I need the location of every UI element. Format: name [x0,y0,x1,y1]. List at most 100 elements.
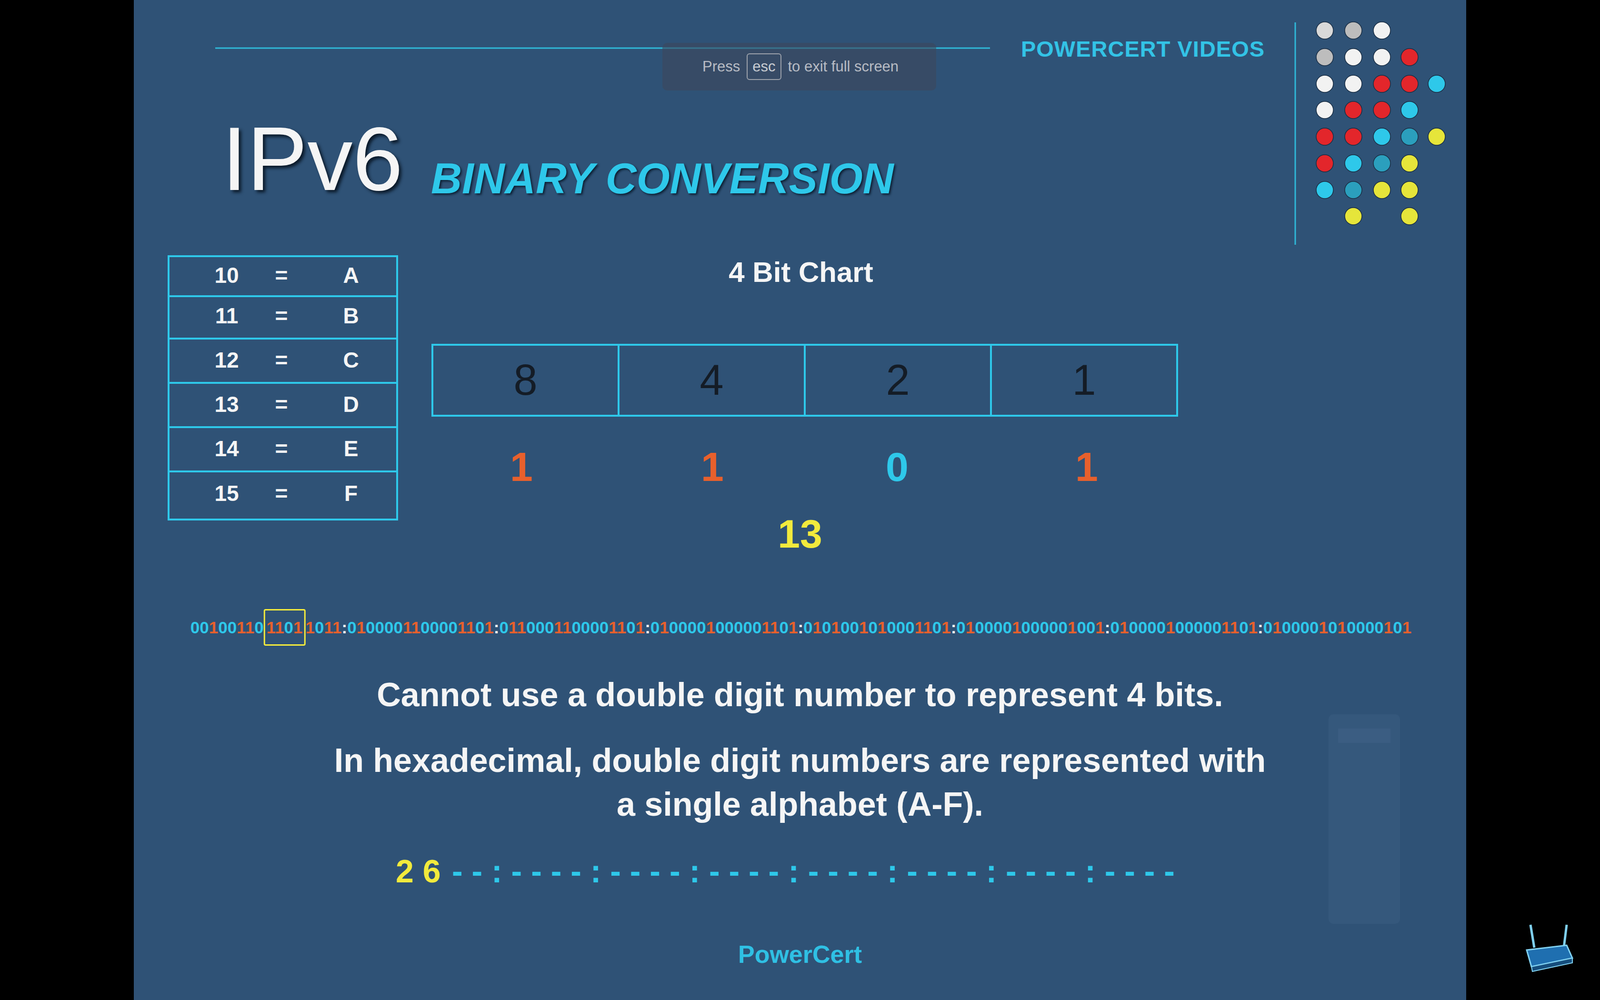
logo-dot [1344,128,1362,146]
table-cell: D [342,391,359,418]
binary-digit: 0 [840,618,850,637]
binary-digit: 1 [266,618,276,637]
binary-digit: 0 [544,618,554,637]
table-cell: 15 [214,480,239,507]
binary-digit: 0 [1128,618,1138,637]
binary-digit: 1 [1383,618,1393,637]
binary-digit: 0 [896,618,906,637]
logo-dot [1344,75,1362,93]
binary-digit: 0 [227,618,237,637]
binary-digit: 0 [687,618,697,637]
binary-digit: 0 [499,618,509,637]
binary-digit: 0 [199,618,209,637]
slide-background [133,0,1467,1000]
binary-digit: 0 [984,618,994,637]
binary-digit: : [1104,618,1111,637]
binary-digit: 0 [1374,618,1384,637]
binary-run: 00100110 [190,618,264,637]
hex-digits: 2 6 [395,851,441,891]
logo-dot [1400,181,1419,199]
logo-dot [1316,154,1334,172]
binary-digit: 0 [932,618,942,637]
binary-digit: 0 [393,618,403,637]
logo-dot [1428,75,1446,93]
logo-dot [1316,181,1334,199]
binary-digit: 0 [448,618,458,637]
binary-digit: 0 [439,618,449,637]
table-cell: = [275,480,289,507]
hex-table [168,256,398,520]
binary-digit: 0 [1263,618,1273,637]
footer-brand: PowerCert [738,939,862,970]
bit-cell: 4 [617,343,806,417]
binary-digit: 0 [218,618,228,637]
binary-digit: 1 [1230,618,1240,637]
binary-digit: 0 [803,618,813,637]
table-cell: E [343,435,359,462]
slide-title: IPv6 [221,113,403,204]
table-cell: A [342,262,359,289]
slide-subtitle: BINARY CONVERSION [430,152,894,205]
binary-digit: 0 [1030,618,1040,637]
fullscreen-notice: escPressto exit full screen [662,42,937,91]
binary-digit: 0 [1355,618,1365,637]
binary-digit: 1 [1095,618,1105,637]
logo-dot [1400,48,1419,66]
binary-digit: 0 [974,618,984,637]
binary-digit: 0 [696,618,706,637]
binary-digit: 1 [1402,618,1412,637]
faint-computer [1338,728,1391,743]
binary-digit: 1 [209,618,219,637]
binary-digit: 1 [965,618,975,637]
binary-digit: 0 [475,618,485,637]
logo-dot [1344,21,1362,40]
binary-digit: 1 [1119,618,1129,637]
place-value: 8 [513,355,538,405]
binary-digit: 0 [1290,618,1300,637]
binary-digit: 0 [420,618,430,637]
binary-digit: 1 [608,618,618,637]
binary-digit: 0 [821,618,831,637]
logo-dot [1428,128,1446,146]
binary-digit: 0 [650,618,660,637]
highlighted-nibble: 1101 [263,609,306,646]
bit-value: 1 [700,442,724,492]
table-rule [168,295,398,298]
notice-text: to exit full screen [788,58,900,76]
logo-dot [1400,101,1419,119]
binary-digit: 0 [1110,618,1120,637]
binary-digit: 0 [375,618,385,637]
binary-digit: 0 [715,618,725,637]
table-cell: = [275,391,289,418]
binary-digit: 1 [402,618,412,637]
binary-digit: 0 [1156,618,1166,637]
binary-digit: 1 [859,618,869,637]
binary-digit: 0 [1058,618,1068,637]
logo-dot [1344,207,1362,225]
binary-digit: 0 [190,618,200,637]
logo-dot [1373,75,1391,93]
binary-digit: 0 [724,618,734,637]
binary-digit: 1 [508,618,518,637]
binary-digit: : [341,618,348,637]
binary-digit: : [797,618,804,637]
binary-digit: 1 [1248,618,1258,637]
binary-digit: 1 [635,618,645,637]
binary-digit: 1 [1067,618,1077,637]
binary-digit: 0 [1281,618,1291,637]
router-body [1531,958,1573,972]
table-rule [168,470,398,473]
table-rule [168,426,398,429]
bit-value: 0 [885,442,909,492]
binary-digit: 0 [1392,618,1402,637]
binary-digit: 0 [1300,618,1310,637]
logo-dot [1344,154,1362,172]
table-cell: 11 [215,302,239,330]
faint-computer [1328,714,1400,924]
binary-digit: 0 [571,618,581,637]
bit-cell: 1 [990,343,1179,417]
bit-value: 1 [510,442,533,492]
table-cell: 10 [214,262,239,289]
binary-digit: 1 [659,618,669,637]
binary-digit: 1 [484,618,494,637]
